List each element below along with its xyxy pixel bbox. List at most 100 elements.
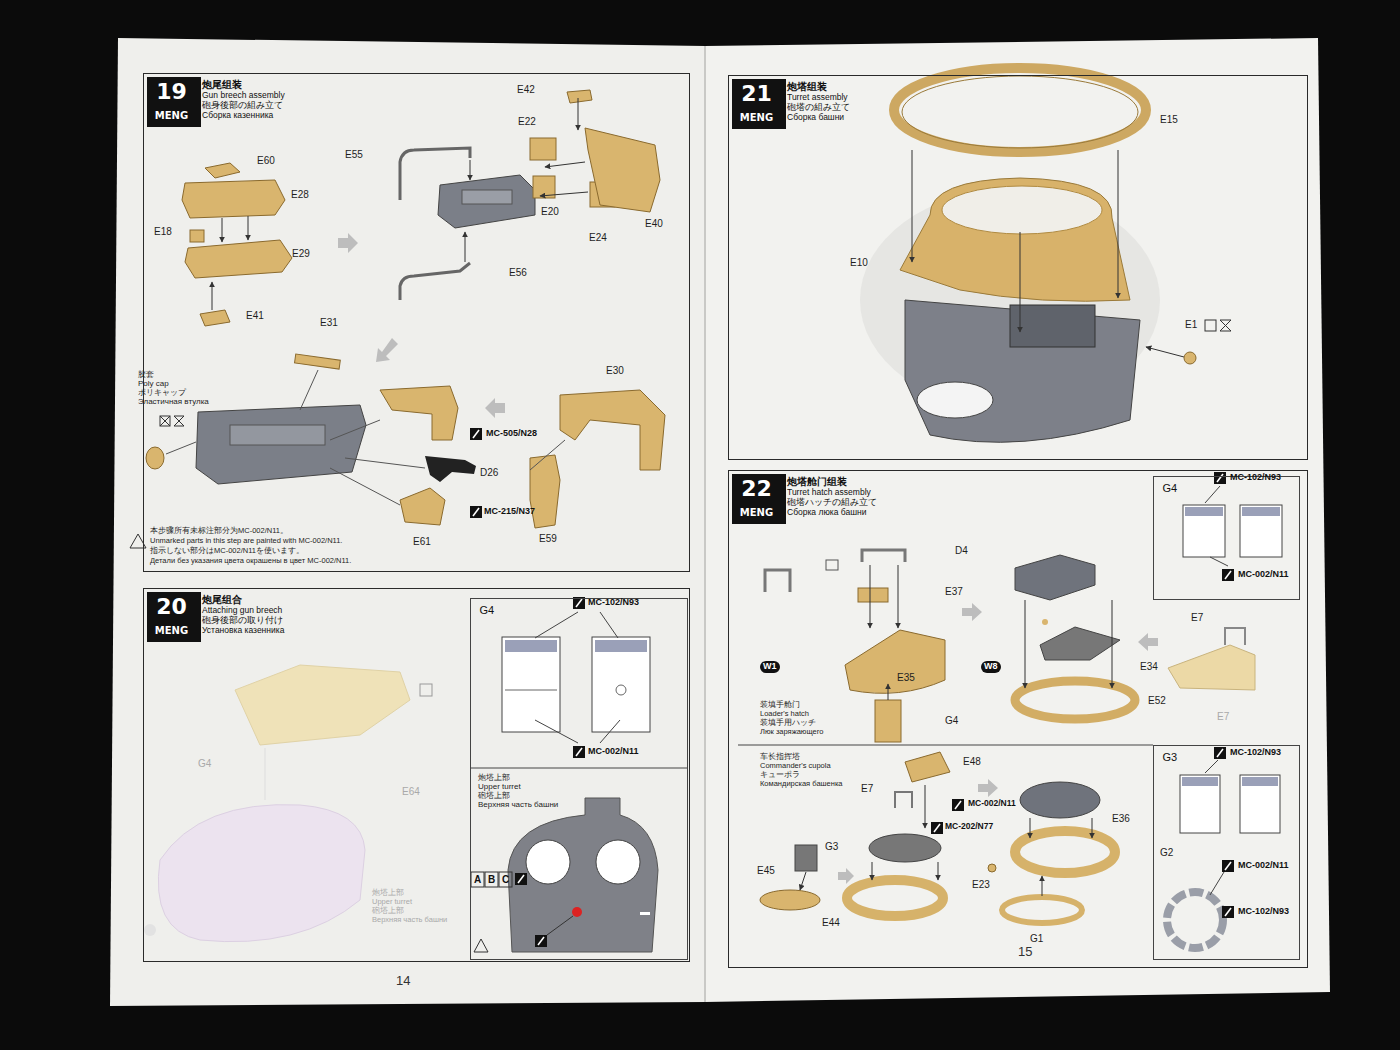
weathering-marker: W8 <box>981 661 1001 673</box>
step-title: Turret assembly <box>787 93 848 102</box>
assembly-arrow <box>1118 150 1119 298</box>
paint-code: MC-002/N11 <box>588 747 639 757</box>
paint-code: MC-102/N93 <box>1230 748 1281 758</box>
part-number: Loader's hatch <box>760 710 809 718</box>
paint-code: MC-002/N11 <box>968 799 1016 808</box>
paint-icon <box>1222 569 1234 581</box>
assembly-line <box>330 468 400 505</box>
part-number: 装填手舱门 <box>760 701 800 709</box>
breech-subassembly <box>438 175 535 228</box>
hatch-sketch <box>1185 507 1223 516</box>
step-title: 砲塔ハッチの組み立て <box>787 498 877 507</box>
paint-code: MC-505/N28 <box>486 429 537 439</box>
warning-icon <box>474 939 488 952</box>
upper-turret <box>508 798 658 952</box>
part-number: Эластичная втулка <box>138 398 209 407</box>
part <box>380 386 458 440</box>
part-number: E31 <box>320 317 338 328</box>
periscope-ring <box>1167 892 1223 948</box>
part <box>1184 352 1196 364</box>
step-arrow <box>338 233 358 253</box>
brand-logo: MENG <box>147 625 197 636</box>
assembly-arrow <box>1025 600 1026 688</box>
part-number: G2 <box>1160 847 1173 858</box>
letter-box <box>485 872 498 887</box>
paint-note: 指示しない部分はMC-002/N11を使います。 <box>150 547 304 555</box>
hatch-ring <box>1015 681 1135 719</box>
hatch-sketch <box>1183 505 1225 557</box>
part <box>862 550 905 562</box>
part <box>1042 619 1048 625</box>
no-glue-icon <box>174 416 184 426</box>
hatch-sketch <box>1180 775 1220 833</box>
faded-part-number: Upper turret <box>372 898 412 906</box>
part <box>585 128 660 212</box>
leader-line <box>1205 760 1218 773</box>
glue-icon <box>1205 320 1216 331</box>
assembly-arrow <box>1146 347 1184 357</box>
hatch-sketch <box>592 637 650 732</box>
faded-part-number: E7 <box>1217 711 1229 722</box>
step-title: Сборка люка башни <box>787 508 866 517</box>
assembly-arrow <box>578 98 579 130</box>
left-page <box>110 38 705 1006</box>
page-number: 14 <box>396 974 410 988</box>
hatch-sketch <box>1240 775 1280 833</box>
paint-guide-box: G4 <box>470 598 688 960</box>
paint-icon <box>470 428 482 440</box>
assembly-arrow <box>925 785 926 828</box>
part-number: E44 <box>822 917 840 928</box>
part-number: E28 <box>291 189 309 200</box>
assembly-arrow <box>888 684 889 700</box>
step-arrow <box>978 779 998 797</box>
hatch-sketch <box>505 640 557 652</box>
brand-logo: MENG <box>732 112 782 123</box>
step-title: Gun breech assembly <box>202 91 285 100</box>
part-number: E20 <box>541 206 559 217</box>
part <box>530 138 556 160</box>
assembly-arrow <box>870 565 871 628</box>
paint-note: Unmarked parts in this step are painted … <box>150 537 342 545</box>
part <box>205 163 240 178</box>
part-number: E10 <box>850 257 868 268</box>
step-title: 炮尾组合 <box>202 594 242 605</box>
part <box>905 752 950 782</box>
part-number: E56 <box>509 267 527 278</box>
part <box>182 180 285 218</box>
step-badge: 19MENG <box>147 77 201 127</box>
page-fold <box>704 46 706 1002</box>
part-number: E18 <box>154 226 172 237</box>
turret-opening <box>917 382 993 418</box>
leader-line <box>600 720 620 743</box>
part-number: G4 <box>945 715 958 726</box>
part-number: D26 <box>480 467 498 478</box>
cupola-top <box>869 834 941 862</box>
part-number: E7 <box>1191 612 1203 623</box>
step-badge: 21MENG <box>732 79 786 129</box>
part-number: E30 <box>606 365 624 376</box>
step-number: 20 <box>147 595 197 619</box>
part-number: Верхняя часть башни <box>478 801 558 810</box>
step-title: Установка казенника <box>202 626 284 635</box>
hatch-sketch <box>616 685 626 695</box>
step-badge: 22MENG <box>732 474 786 524</box>
paint-icon <box>1214 747 1226 759</box>
step-arrow <box>838 868 854 884</box>
box-divider <box>738 745 1153 746</box>
part-number: 胶套 <box>138 371 154 380</box>
part-number: E36 <box>1112 813 1130 824</box>
paint-icon <box>931 822 943 834</box>
part-number: 砲塔上部 <box>478 792 510 801</box>
paint-icon <box>515 873 527 885</box>
hatch-sketch <box>1242 507 1280 516</box>
part <box>295 354 341 369</box>
hatch-subassembly <box>1015 555 1095 600</box>
paint-icon <box>470 506 482 518</box>
part-number: 装填手用ハッチ <box>760 719 816 727</box>
assembly-arrow <box>1042 876 1043 896</box>
step-panel: 炮塔舱门组装Turret hatch assembly砲塔ハッチの組み立てСбо… <box>728 470 1308 968</box>
step-title: 炮塔舱门组装 <box>787 476 847 487</box>
brand-logo: MENG <box>147 110 197 121</box>
assembly-arrow <box>212 282 213 310</box>
